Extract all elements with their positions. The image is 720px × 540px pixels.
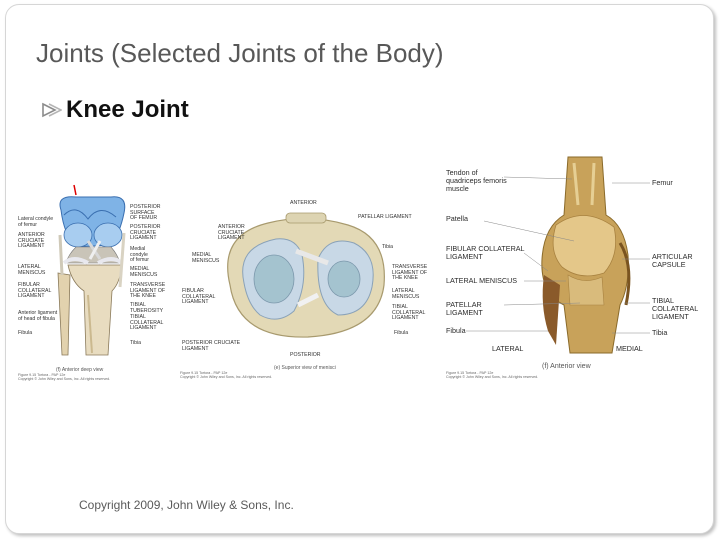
label-anterior-ligament-head: Anterior ligament of head of fibula [18,310,58,322]
label-fibula: Fibula [394,330,409,336]
label-articular-capsule: ARTICULAR CAPSULE [652,252,693,269]
menisci-superior-illustration [227,212,385,338]
figure-anterior-deep-view: Posterior surface of femur Lateral condy… [16,155,174,383]
knee-photo-illustration [466,155,650,354]
label-anterior-cruciate: ANTERIOR CRUCIATE LIGAMENT [218,224,245,242]
label-posterior-surface: Posterior surface of femur [130,204,161,222]
label-patellar-ligament: PATELLAR LIGAMENT [358,214,412,220]
label-transverse-ligament: TRANSVERSE LIGAMENT OF THE KNEE [130,282,166,300]
label-tibial-collateral: TIBIAL COLLATERAL LIGAMENT [392,304,426,322]
label-medial-condyle: Medial condyle of femur [130,246,150,264]
label-posterior: POSTERIOR [290,352,321,358]
bullet-item: Knee Joint [40,96,189,124]
figure-caption: (f) Anterior view [542,363,591,370]
label-fibular-collateral: FIBULAR COLLATERAL LIGAMENT [182,288,216,306]
copyright-notice: Copyright 2009, John Wiley & Sons, Inc. [79,498,294,512]
label-tibia: Tibia [382,244,394,250]
label-tibial-collateral: TIBIAL COLLATERAL LIGAMENT [652,296,699,321]
figure-credit: Figure 9.15 Tortora - PAP 12e Copyright … [180,371,273,379]
knee-anterior-deep-illustration [57,184,126,356]
label-fibula: Fibula [446,326,466,335]
label-anterior-cruciate: ANTERIOR CRUCIATE LIGAMENT [18,232,45,250]
figure-credit: Figure 9.15 Tortora - PAP 12e Copyright … [18,373,111,381]
bullet-text: Knee Joint [66,96,189,123]
label-lateral-meniscus: LATERAL MENISCUS [446,276,518,285]
label-patella: Patella [446,214,468,223]
figure-caption: (f) Anterior deep view [56,367,104,373]
label-anterior: ANTERIOR [290,200,317,206]
figure-credit: Figure 9.15 Tortora - PAP 12e Copyright … [446,371,539,379]
label-fibular-collateral: FIBULAR COLLATERAL LIGAMENT [446,244,525,261]
label-medial-meniscus: MEDIAL MENISCUS [130,266,158,278]
label-lateral-condyle: Lateral condyle of femur [18,216,54,228]
figure-anterior-view: Tendon of quadriceps femoris muscle Femu… [444,155,708,383]
label-fibula: Fibula [18,330,33,336]
label-lateral-meniscus: LATERAL MENISCUS [18,264,46,276]
label-lateral-meniscus: LATERAL MENISCUS [392,288,420,300]
figure-superior-view: ANTERIOR PATELLAR LIGAMENT ANTERIOR CRUC… [178,155,434,383]
label-tendon: Tendon of quadriceps femoris muscle [446,168,507,193]
label-transverse-ligament: TRANSVERSE LIGAMENT OF THE KNEE [392,264,428,282]
label-posterior-cruciate: POSTERIOR CRUCIATE LIGAMENT [130,224,161,242]
label-femur: Femur [652,178,673,187]
label-medial: MEDIAL [616,344,643,353]
label-tibia: Tibia [130,340,142,346]
label-fibular-collateral: FIBULAR COLLATERAL LIGAMENT [18,282,52,300]
label-medial-meniscus: MEDIAL MENISCUS [192,252,220,264]
label-posterior-cruciate: POSTERIOR CRUCIATE LIGAMENT [182,340,241,352]
figure-caption: (e) Superior view of menisci [274,365,336,371]
bullet-arrow-icon [42,102,62,118]
label-tibial-tuberosity: TIBIAL TUBEROSITY [130,302,164,314]
label-patellar-ligament: PATELLAR LIGAMENT [446,300,483,317]
label-tibial-collateral: TIBIAL COLLATERAL LIGAMENT [130,314,164,332]
label-tibia: Tibia [652,328,668,337]
slide-title: Joints (Selected Joints of the Body) [36,38,444,68]
label-lateral: LATERAL [492,344,524,353]
